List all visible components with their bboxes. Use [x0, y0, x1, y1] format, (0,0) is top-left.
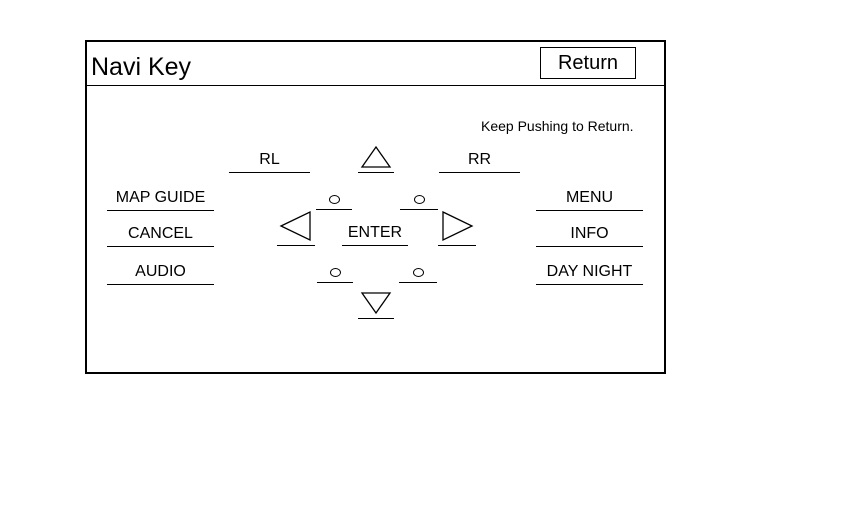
header-divider: [87, 85, 664, 86]
triangle-right-icon: [442, 210, 474, 242]
page-title: Navi Key: [91, 53, 192, 81]
navi-key-screen: Navi Key Return Keep Pushing to Return. …: [85, 40, 666, 374]
map-guide-key[interactable]: MAP GUIDE: [107, 176, 214, 211]
circle-icon: [412, 268, 424, 277]
up-right-key[interactable]: [400, 180, 438, 210]
circle-icon: [413, 195, 425, 204]
return-hint: Keep Pushing to Return.: [481, 118, 634, 134]
down-left-key[interactable]: [317, 255, 353, 283]
rr-label: RR: [467, 151, 492, 168]
down-key[interactable]: [358, 292, 394, 319]
menu-key[interactable]: MENU: [536, 176, 643, 211]
audio-key[interactable]: AUDIO: [107, 250, 214, 285]
info-key[interactable]: INFO: [536, 212, 643, 247]
menu-label: MENU: [565, 189, 614, 206]
audio-label: AUDIO: [135, 263, 186, 280]
rl-key[interactable]: RL: [229, 140, 310, 173]
circle-icon: [329, 268, 341, 277]
day-night-label: DAY NIGHT: [546, 263, 633, 280]
triangle-down-icon: [360, 292, 392, 315]
up-left-key[interactable]: [316, 180, 352, 210]
rr-key[interactable]: RR: [439, 140, 520, 173]
rl-label: RL: [259, 151, 280, 168]
map-guide-label: MAP GUIDE: [115, 189, 206, 206]
cancel-label: CANCEL: [128, 225, 193, 242]
day-night-key[interactable]: DAY NIGHT: [536, 250, 643, 285]
left-key[interactable]: [277, 208, 315, 246]
down-right-key[interactable]: [399, 255, 437, 283]
triangle-left-icon: [279, 210, 311, 242]
right-key[interactable]: [438, 208, 476, 246]
triangle-up-icon: [360, 145, 392, 168]
enter-label: ENTER: [347, 224, 403, 241]
cancel-key[interactable]: CANCEL: [107, 212, 214, 247]
up-key[interactable]: [358, 138, 394, 173]
return-button[interactable]: Return: [540, 47, 636, 79]
circle-icon: [328, 195, 340, 204]
enter-key[interactable]: ENTER: [342, 212, 408, 246]
info-label: INFO: [570, 225, 609, 242]
